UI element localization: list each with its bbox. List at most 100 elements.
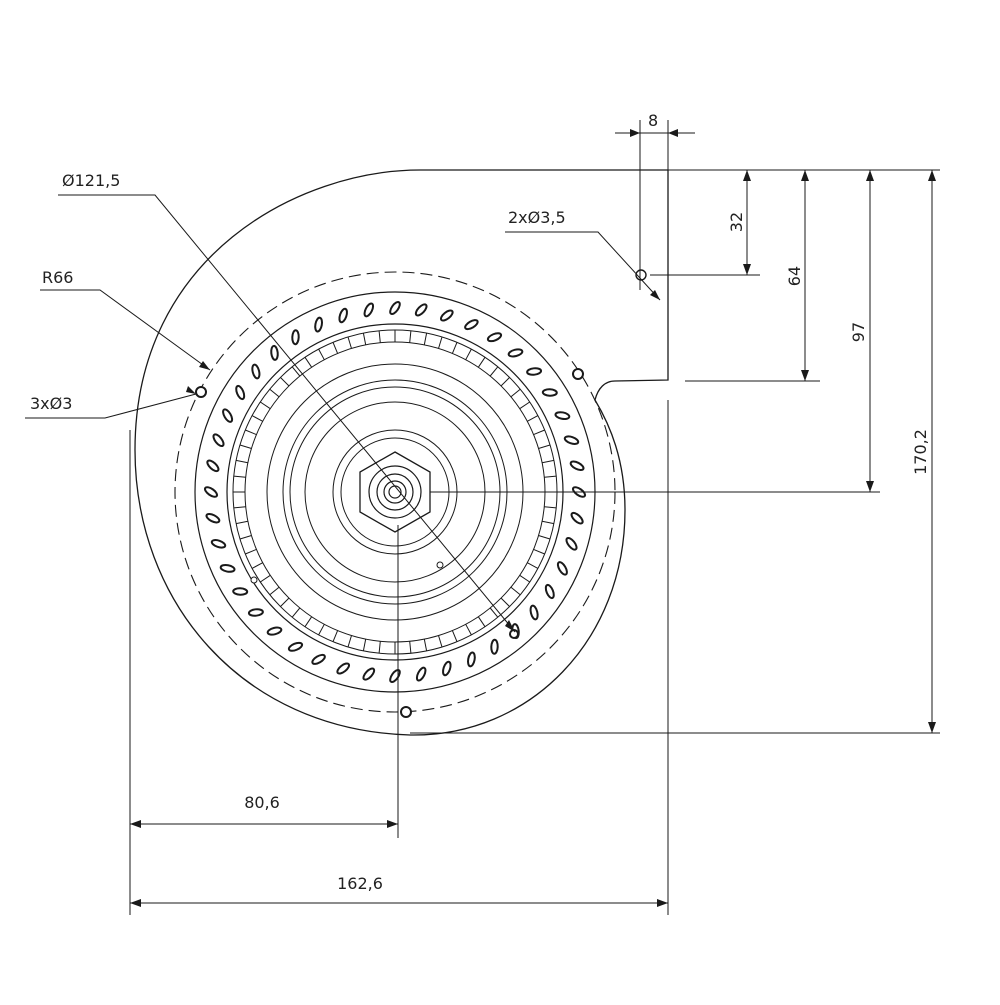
impeller-vane [489, 607, 499, 618]
impeller-vane [544, 475, 557, 478]
impeller-vane [233, 506, 246, 509]
mount-hole-left [195, 386, 207, 398]
impeller-vane [251, 562, 263, 569]
label-dim-8: 8 [648, 111, 658, 130]
impeller-vane [409, 330, 412, 343]
impeller-slot [247, 608, 264, 617]
impeller-vane [362, 639, 367, 651]
impeller-slot [464, 319, 479, 331]
impeller-vane [519, 574, 530, 583]
label-dia-121-5: Ø121,5 [62, 171, 120, 190]
impeller-slot [336, 662, 351, 675]
impeller-vane [269, 388, 280, 398]
impeller-slot [556, 561, 568, 576]
impeller-vane [332, 342, 339, 354]
small-hole-a [436, 561, 444, 569]
impeller-slot [544, 583, 555, 600]
label-radius-66: R66 [42, 268, 73, 287]
impeller-vane [236, 459, 248, 464]
impeller-vane [280, 597, 290, 607]
impeller-slot [563, 435, 580, 445]
impeller-vane [347, 635, 352, 648]
impeller-vane [362, 333, 367, 345]
impeller-vane [451, 630, 458, 642]
impeller-slot [251, 363, 261, 380]
mounting-holes [195, 269, 647, 718]
impeller-slot [486, 332, 503, 343]
impeller-slot [389, 668, 401, 684]
impeller-vane [489, 366, 499, 377]
impeller-slot [235, 384, 246, 401]
impeller-vane [510, 586, 521, 596]
label-dim-32: 32 [727, 212, 746, 232]
impeller-vane [438, 635, 443, 648]
impeller-vane [527, 562, 539, 569]
impeller-slot [490, 638, 499, 655]
impeller-slot [541, 388, 558, 397]
impeller-vane [332, 630, 339, 642]
mount-hole-top-right [572, 368, 584, 380]
impeller-slot [554, 411, 571, 420]
impeller-vane [533, 429, 545, 436]
impeller-slot [210, 539, 227, 549]
label-dim-64: 64 [785, 266, 804, 286]
impeller-vane [510, 388, 521, 398]
impeller-slot [529, 604, 539, 621]
impeller-vane [269, 586, 280, 596]
label-dim-170-2: 170,2 [911, 429, 930, 475]
impeller-vane [291, 366, 301, 377]
impeller-slot [570, 511, 584, 525]
label-holes-3x3: 3xØ3 [30, 394, 72, 413]
impeller-vane [544, 506, 557, 509]
impeller-slot [338, 307, 348, 324]
impeller-slot [203, 486, 219, 498]
impeller-slot [467, 651, 476, 668]
impeller-slot [362, 667, 376, 681]
mount-hole-bottom [400, 706, 412, 718]
impeller-vanes [233, 330, 557, 654]
impeller-vane [239, 444, 252, 449]
label-dim-80-6: 80,6 [244, 793, 280, 812]
impeller-slot [565, 536, 578, 551]
impeller-slot [311, 653, 326, 665]
impeller-slot [314, 316, 323, 333]
impeller-vane [378, 330, 381, 343]
leader-lines [25, 194, 661, 633]
impeller-slot [526, 367, 543, 376]
housing-outline [134, 169, 669, 736]
impeller-vane [318, 624, 325, 636]
outlet-hole [635, 269, 647, 281]
impeller-vane [347, 336, 352, 349]
label-dim-97: 97 [849, 322, 868, 342]
impeller-vane [239, 535, 252, 540]
label-dim-162-6: 162,6 [337, 874, 383, 893]
impeller-vane [304, 357, 313, 368]
impeller-slot [415, 666, 427, 682]
impeller-slot [205, 512, 221, 524]
impeller-vane [451, 342, 458, 354]
impeller-vane [465, 348, 472, 360]
impeller-vane [378, 641, 381, 654]
impeller-slot [266, 626, 283, 636]
impeller-vane [538, 535, 551, 540]
impeller-vane [538, 444, 551, 449]
impeller-vane [318, 348, 325, 360]
impeller-slot [270, 344, 279, 361]
impeller-slot [389, 300, 401, 316]
impeller-slot [569, 460, 585, 472]
impeller-vane [245, 548, 257, 555]
dimension-arrows [130, 129, 936, 907]
impeller-vane [260, 574, 271, 583]
impeller-vane [280, 377, 290, 387]
impeller-vane [260, 401, 271, 410]
impeller-vane [409, 641, 412, 654]
impeller-slot [219, 564, 236, 573]
impeller-vane [423, 333, 428, 345]
impeller-slot [507, 348, 524, 358]
impeller-vane [542, 459, 554, 464]
impeller-vane [236, 520, 248, 525]
impeller-slot [363, 302, 375, 318]
label-holes-2x3-5: 2xØ3,5 [508, 208, 566, 227]
